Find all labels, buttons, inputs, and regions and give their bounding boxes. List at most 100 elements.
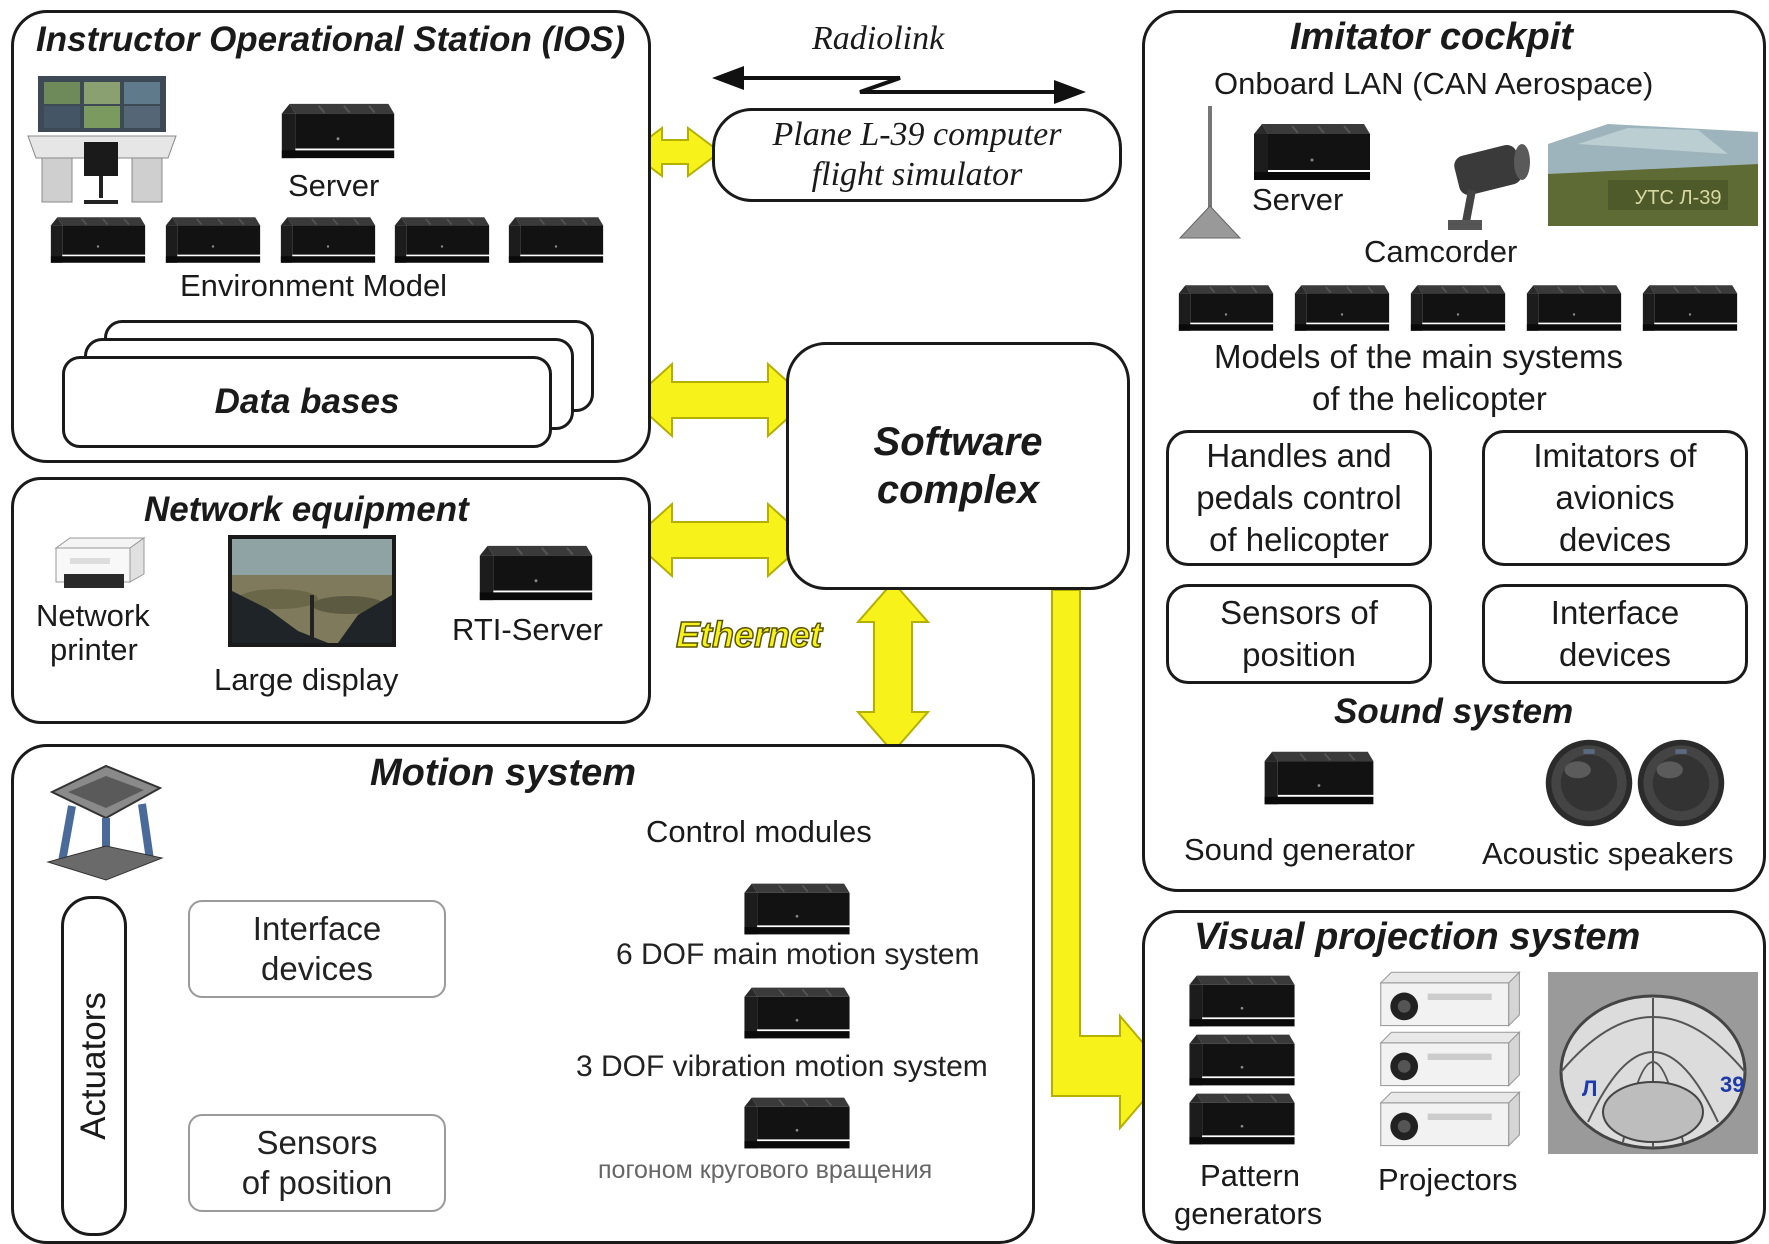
network-title: Network equipment (144, 490, 469, 529)
simulator-line2: flight simulator (811, 156, 1023, 193)
software-complex-box: Software complex (786, 342, 1130, 590)
cockpit-interface-line2: devices (1559, 636, 1671, 673)
printer-label-line1: Network (36, 598, 150, 633)
handles-line1: Handles and (1206, 437, 1392, 474)
cockpit-sensors-line1: Sensors of (1220, 594, 1378, 631)
handles-line2: pedals control (1196, 479, 1402, 516)
motion-sensors-line2: of position (241, 1164, 393, 1201)
ios-title: Instructor Operational Station (IOS) (36, 20, 626, 59)
control-modules-label: Control modules (646, 814, 872, 849)
module-server-icon-1 (736, 880, 858, 938)
large-display-image (228, 535, 396, 647)
radiolink-arrowhead-left (712, 66, 744, 90)
sound-generator-label: Sound generator (1184, 832, 1415, 867)
env-server-icon-3 (272, 214, 384, 266)
module3-label: погоном кругового вращения (598, 1156, 933, 1184)
ios-server-icon (264, 100, 412, 162)
rti-server-icon (462, 542, 610, 604)
motion-title: Motion system (370, 752, 637, 794)
motion-interface-box: Interface devices (188, 900, 446, 998)
camcorder-icon (1448, 144, 1530, 230)
large-display-label: Large display (214, 662, 399, 697)
radiolink-arrow (720, 76, 1060, 94)
sound-system-title: Sound system (1334, 692, 1574, 731)
handles-pedals-box: Handles and pedals control of helicopter (1166, 430, 1432, 566)
instructor-console-image (27, 76, 177, 204)
pattern-generator-icon-1 (1180, 972, 1304, 1030)
cockpit-photo: УТС Л-39 (1548, 124, 1758, 226)
printer-label-line2: printer (50, 632, 138, 667)
pattern-generator-icon-2 (1180, 1031, 1304, 1089)
cockpit-server-label: Server (1252, 182, 1344, 217)
speaker-icon-right (1634, 736, 1728, 830)
cockpit-server-icon (1238, 120, 1386, 184)
arrow-ios-software (630, 361, 810, 439)
cockpit-interface-line1: Interface (1550, 594, 1680, 631)
projector-icon-2 (1374, 1028, 1524, 1092)
models-server-icon-4 (1518, 282, 1630, 334)
module-server-icon-2 (736, 984, 858, 1042)
pattern-generators-line1: Pattern (1200, 1158, 1300, 1193)
projector-icon-3 (1374, 1088, 1524, 1152)
motion-interface-line2: devices (261, 950, 373, 987)
motion-platform-image (46, 764, 164, 881)
motion-panel (11, 744, 1035, 1244)
pattern-generators-line2: generators (1174, 1196, 1323, 1231)
camcorder-label: Camcorder (1364, 234, 1518, 269)
avionics-imitators-box: Imitators of avionics devices (1482, 430, 1748, 566)
models-server-icon-1 (1170, 282, 1282, 334)
imitators-line2: avionics (1555, 479, 1675, 516)
module2-label: 3 DOF vibration motion system (576, 1050, 988, 1083)
simulator-box: Plane L-39 computer flight simulator (712, 108, 1122, 202)
visual-title: Visual projection system (1194, 916, 1641, 958)
cockpit-sensors-line2: position (1242, 636, 1356, 673)
env-server-icon-1 (42, 214, 154, 266)
software-line1: Software (873, 420, 1043, 464)
sound-generator-icon (1252, 748, 1386, 808)
motion-sensors-line1: Sensors (256, 1124, 378, 1161)
cockpit-title: Imitator cockpit (1290, 16, 1573, 58)
cockpit-interface-box: Interface devices (1482, 584, 1748, 684)
database-box: Data bases (62, 356, 552, 448)
models-line2: of the helicopter (1312, 380, 1547, 417)
pattern-generator-icon-3 (1180, 1090, 1304, 1148)
projection-dome-image: Л 39 (1548, 972, 1758, 1154)
radiolink-arrowhead-right (1054, 80, 1086, 104)
motion-interface-line1: Interface (252, 910, 382, 947)
rti-server-label: RTI-Server (452, 612, 604, 647)
antenna-icon (1178, 106, 1242, 239)
env-server-icon-2 (157, 214, 269, 266)
arrow-network-software (630, 501, 810, 579)
printer-icon (54, 537, 146, 588)
models-server-icon-2 (1286, 282, 1398, 334)
models-line1: Models of the main systems (1214, 338, 1623, 375)
simulator-line1: Plane L-39 computer (772, 116, 1062, 153)
actuators-label: Actuators (74, 992, 114, 1140)
env-server-icon-5 (500, 214, 612, 266)
projectors-label: Projectors (1378, 1162, 1518, 1197)
module-server-icon-3 (736, 1094, 858, 1152)
imitators-line3: devices (1559, 521, 1671, 558)
speaker-icon-left (1542, 736, 1636, 830)
models-server-icon-3 (1402, 282, 1514, 334)
environment-model-label: Environment Model (180, 268, 448, 303)
handles-line3: of helicopter (1209, 521, 1389, 558)
arrow-software-motion (855, 580, 931, 754)
motion-sensors-box: Sensors of position (188, 1114, 446, 1212)
acoustic-speakers-label: Acoustic speakers (1482, 836, 1734, 871)
dome-mark-2: 39 (1720, 1072, 1744, 1097)
software-line2: complex (876, 468, 1040, 512)
projector-icon-1 (1374, 968, 1524, 1032)
imitators-line1: Imitators of (1533, 437, 1697, 474)
onboard-lan-label: Onboard LAN (CAN Aerospace) (1214, 66, 1654, 101)
databases-label: Data bases (214, 382, 400, 421)
actuators-box: Actuators (61, 896, 127, 1236)
env-server-icon-4 (386, 214, 498, 266)
cockpit-plate-text: УТС Л-39 (1635, 187, 1722, 209)
module1-label: 6 DOF main motion system (616, 938, 980, 971)
ethernet-label: Ethernet (675, 613, 823, 656)
radiolink-label: Radiolink (812, 20, 945, 57)
ios-server-label: Server (288, 168, 380, 203)
models-server-icon-5 (1634, 282, 1746, 334)
cockpit-sensors-box: Sensors of position (1166, 584, 1432, 684)
